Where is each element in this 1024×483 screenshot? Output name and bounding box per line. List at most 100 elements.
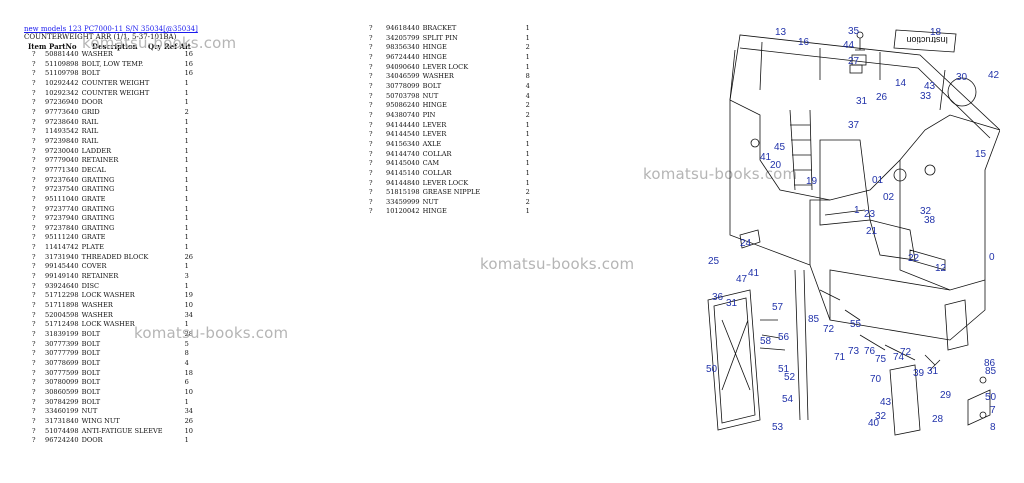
description-cell: RETAINER (81, 272, 119, 281)
diagram-callout: 02 (883, 192, 895, 203)
partno-cell: 31731840 (45, 416, 79, 425)
item-cell: ? (32, 330, 36, 339)
description-cell: WASHER (81, 310, 113, 319)
description-cell: LEVER LOCK (422, 62, 469, 71)
description-cell: BOLT, LOW TEMP. (81, 59, 144, 68)
diagram-callout: 70 (870, 374, 882, 385)
qty-cell: 4 (184, 359, 189, 367)
item-cell: ? (32, 194, 36, 203)
diagram-callout: 50 (985, 392, 997, 403)
diagram-callout: 37 (848, 120, 860, 131)
description-cell: BOLT (81, 397, 101, 406)
description-cell: BOLT (81, 69, 101, 78)
partno-cell: 94380740 (386, 110, 420, 119)
item-cell: ? (32, 117, 36, 126)
item-cell: ? (32, 214, 36, 223)
partno-cell: 30778099 (386, 81, 420, 90)
diagram-callout: 51 (778, 364, 790, 375)
description-cell: RAIL (81, 127, 99, 136)
partno-cell: 97773640 (45, 107, 79, 116)
diagram-callout: 43 (924, 81, 936, 92)
description-cell: PLATE (81, 243, 104, 252)
diagram-callout: 18 (930, 27, 942, 38)
description-cell: SPLIT PIN (422, 33, 458, 42)
description-cell: ANTI-FATIGUE SLEEVE (81, 426, 163, 435)
diagram-callout: 30 (956, 72, 968, 83)
description-cell: GRATING (81, 204, 115, 213)
qty-cell: 2 (184, 107, 189, 116)
partno-cell: 30777399 (45, 339, 79, 348)
description-cell: DOOR (81, 436, 103, 445)
item-cell: ? (32, 262, 36, 271)
item-cell: ? (32, 359, 36, 367)
description-cell: BOLT (81, 378, 101, 387)
qty-cell: 1 (184, 243, 189, 252)
diagram-callout: 41 (760, 152, 772, 163)
partno-cell: 94144540 (386, 130, 420, 139)
item-cell: ? (32, 407, 36, 416)
description-cell: HINGE (422, 43, 447, 52)
item-cell: ? (32, 146, 36, 155)
qty-cell: 16 (184, 69, 193, 78)
qty-cell: 1 (184, 281, 189, 290)
partno-cell: 10292442 (45, 78, 79, 87)
description-cell: LADDER (81, 146, 112, 155)
item-cell: ? (32, 416, 36, 425)
partno-cell: 95111040 (45, 194, 79, 203)
diagram-callout: 43 (880, 397, 892, 408)
item-cell: ? (32, 426, 36, 435)
partno-cell: 97237940 (45, 214, 79, 223)
qty-cell: 16 (184, 59, 193, 68)
diagram-callout: 55 (850, 319, 862, 330)
partno-cell: 30860599 (45, 387, 79, 396)
diagram-callout: 22 (908, 253, 920, 264)
diagram-callout: 73 (848, 346, 860, 357)
header-item: Item (28, 42, 47, 51)
partno-cell: 34046599 (386, 72, 420, 81)
partno-cell: 97237540 (45, 185, 79, 194)
breadcrumb-link[interactable]: new models 123 PC7000-11 S/N 35034[@3503… (24, 25, 198, 33)
partno-cell: 51712298 (45, 291, 79, 300)
partno-cell: 95086240 (386, 101, 420, 110)
item-cell: ? (32, 69, 36, 78)
item-cell: ? (32, 223, 36, 232)
diagram-callout: 1 (854, 205, 860, 216)
item-cell: ? (32, 349, 36, 358)
description-cell: GRATE (81, 194, 106, 203)
description-cell: GRATING (81, 214, 115, 223)
diagram-callout: 86 (984, 358, 996, 369)
diagram-callout: 74 (893, 352, 905, 363)
qty-cell: 1 (184, 78, 189, 87)
partno-cell: 94144740 (386, 149, 420, 158)
diagram-callout: 53 (772, 422, 784, 433)
partno-cell: 52004598 (45, 310, 79, 319)
partno-cell: 94145140 (386, 168, 420, 177)
qty-cell: 26 (184, 252, 193, 261)
diagram-callout: 54 (782, 394, 794, 405)
qty-cell: 3 (184, 272, 189, 281)
qty-cell: 8 (525, 72, 530, 81)
partno-cell: 97779040 (45, 156, 79, 165)
qty-cell: 34 (184, 310, 193, 319)
item-cell: ? (32, 368, 36, 377)
partno-cell: 96724240 (45, 436, 79, 445)
qty-cell: 18 (184, 368, 193, 377)
partno-cell: 94145040 (386, 159, 420, 168)
